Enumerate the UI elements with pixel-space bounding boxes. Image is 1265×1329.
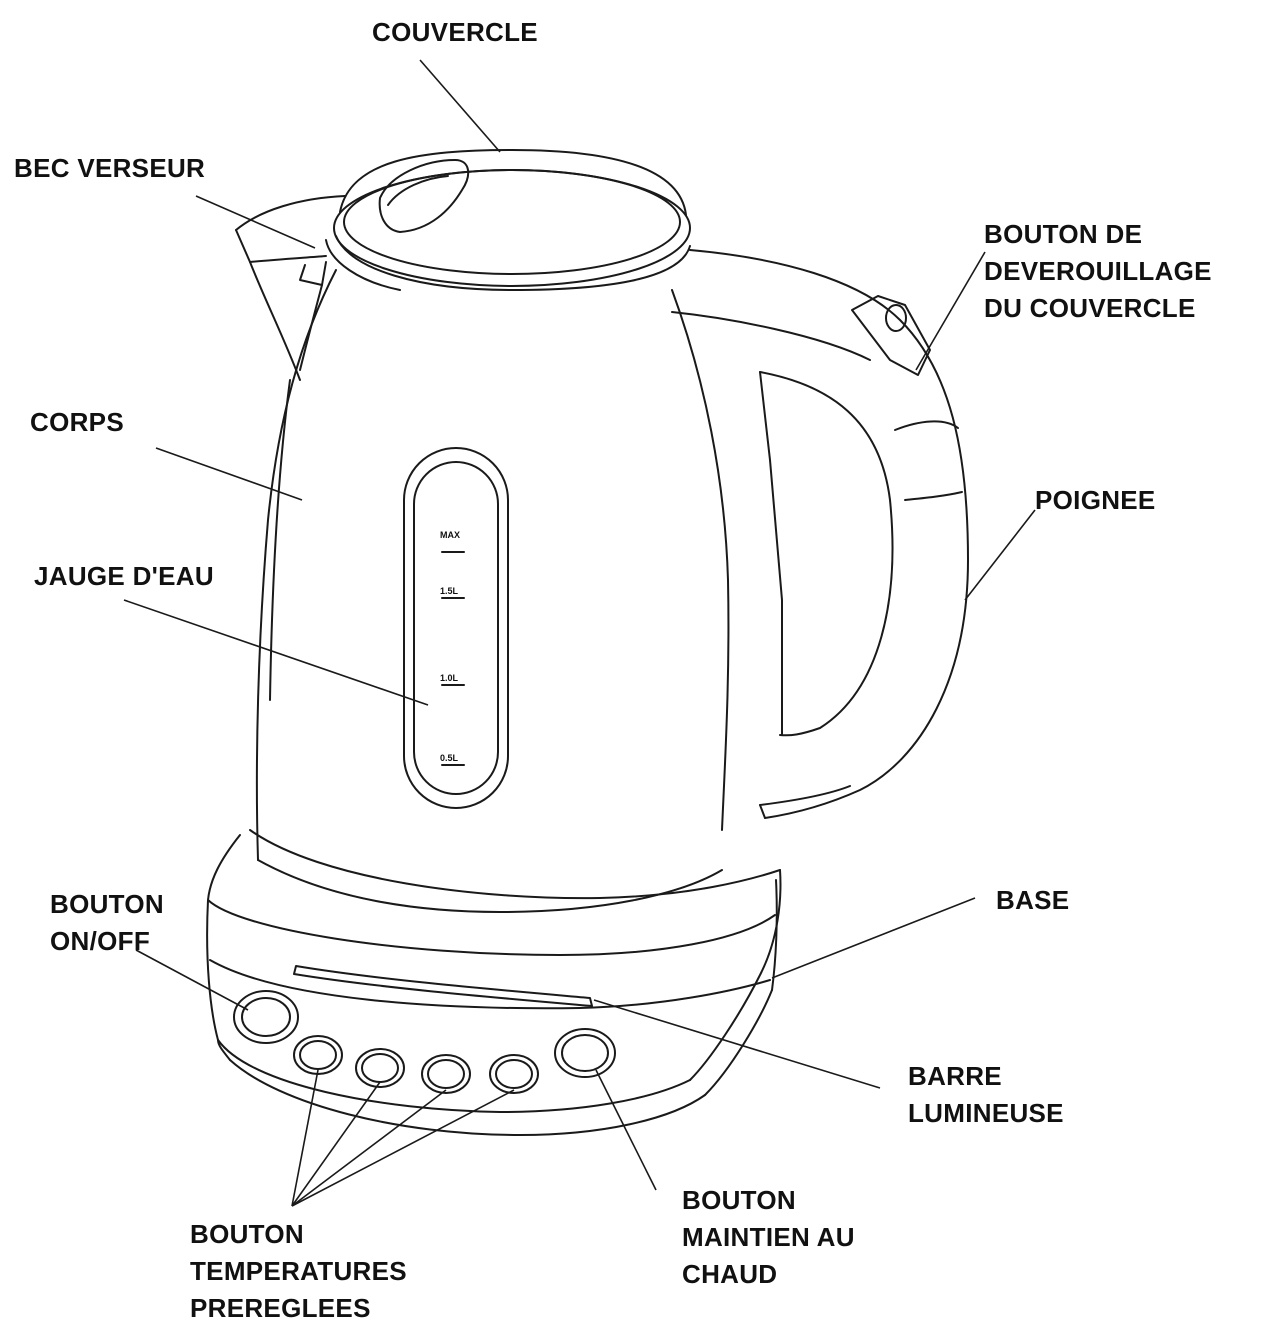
leader-temp-1 [291, 1069, 319, 1207]
gauge-tick-1-0: 1.0L [440, 673, 459, 683]
leader-barre [593, 999, 881, 1089]
kettle-lid [325, 149, 691, 291]
label-bouton-maintien-line2: MAINTIEN AU [682, 1222, 855, 1252]
leader-corps [155, 447, 303, 501]
label-poignee-text: POIGNEE [1035, 485, 1156, 515]
label-bouton-on-off-line1: BOUTON [50, 889, 164, 919]
kettle-handle [671, 249, 969, 819]
label-bouton-temperatures-line3: PREREGLEES [190, 1293, 371, 1323]
label-bouton-temperatures: BOUTON TEMPERATURES PREREGLEES [190, 1216, 407, 1327]
label-bouton-deverrouillage-line3: DU COUVERCLE [984, 293, 1196, 323]
temperature-button-2-shape [355, 1048, 405, 1088]
temperature-button-1-shape [293, 1035, 343, 1075]
leader-temp-4 [291, 1089, 515, 1207]
label-bouton-maintien-line1: BOUTON [682, 1185, 796, 1215]
label-bouton-on-off-line2: ON/OFF [50, 926, 151, 956]
label-bouton-maintien: BOUTON MAINTIEN AU CHAUD [682, 1182, 855, 1293]
lid-release-button-shape [851, 295, 931, 376]
label-bouton-deverrouillage-line1: BOUTON DE [984, 219, 1143, 249]
label-poignee: POIGNEE [1035, 482, 1156, 519]
label-bec-verseur: BEC VERSEUR [14, 150, 205, 187]
temperature-button-3-shape [421, 1054, 471, 1094]
temperature-button-4-shape [489, 1054, 539, 1094]
label-corps: CORPS [30, 404, 124, 441]
leader-lines [123, 59, 1036, 1207]
leader-temp-2 [291, 1081, 381, 1207]
leader-on-off [135, 949, 249, 1011]
leader-bouton-deverrouillage [915, 251, 986, 371]
gauge-tick-0-5: 0.5L [440, 753, 459, 763]
gauge-tick-1-5: 1.5L [440, 586, 459, 596]
kettle-body [255, 269, 730, 913]
leader-base [771, 897, 976, 979]
label-bec-verseur-text: BEC VERSEUR [14, 153, 206, 183]
on-off-button-shape [233, 990, 299, 1044]
label-bouton-maintien-line3: CHAUD [682, 1259, 778, 1289]
label-bouton-deverrouillage: BOUTON DE DEVEROUILLAGE DU COUVERCLE [984, 216, 1212, 327]
leader-jauge [123, 599, 429, 706]
label-couvercle: COUVERCLE [372, 14, 538, 51]
kettle-base [206, 829, 782, 1136]
label-bouton-deverrouillage-line2: DEVEROUILLAGE [984, 256, 1212, 286]
label-jauge-eau: JAUGE D'EAU [34, 558, 214, 595]
light-bar-shape [293, 965, 593, 1007]
gauge-tick-max: MAX [440, 530, 460, 540]
label-couvercle-text: COUVERCLE [372, 17, 538, 47]
leader-poignee [964, 509, 1036, 601]
label-bouton-temperatures-line1: BOUTON [190, 1219, 304, 1249]
keep-warm-button-shape [554, 1028, 616, 1078]
water-gauge [403, 447, 509, 809]
leader-maintien [595, 1069, 657, 1191]
label-base: BASE [996, 882, 1069, 919]
label-base-text: BASE [996, 885, 1070, 915]
leader-temp-3 [291, 1089, 447, 1207]
label-bouton-temperatures-line2: TEMPERATURES [190, 1256, 407, 1286]
label-jauge-eau-text: JAUGE D'EAU [34, 561, 214, 591]
leader-bec-verseur [195, 195, 316, 249]
label-barre-lumineuse-line1: BARRE [908, 1061, 1002, 1091]
label-barre-lumineuse-line2: LUMINEUSE [908, 1098, 1064, 1128]
label-bouton-on-off: BOUTON ON/OFF [50, 886, 164, 960]
kettle-spout [235, 195, 346, 381]
label-corps-text: CORPS [30, 407, 124, 437]
leader-couvercle [419, 59, 501, 153]
label-barre-lumineuse: BARRE LUMINEUSE [908, 1058, 1064, 1132]
